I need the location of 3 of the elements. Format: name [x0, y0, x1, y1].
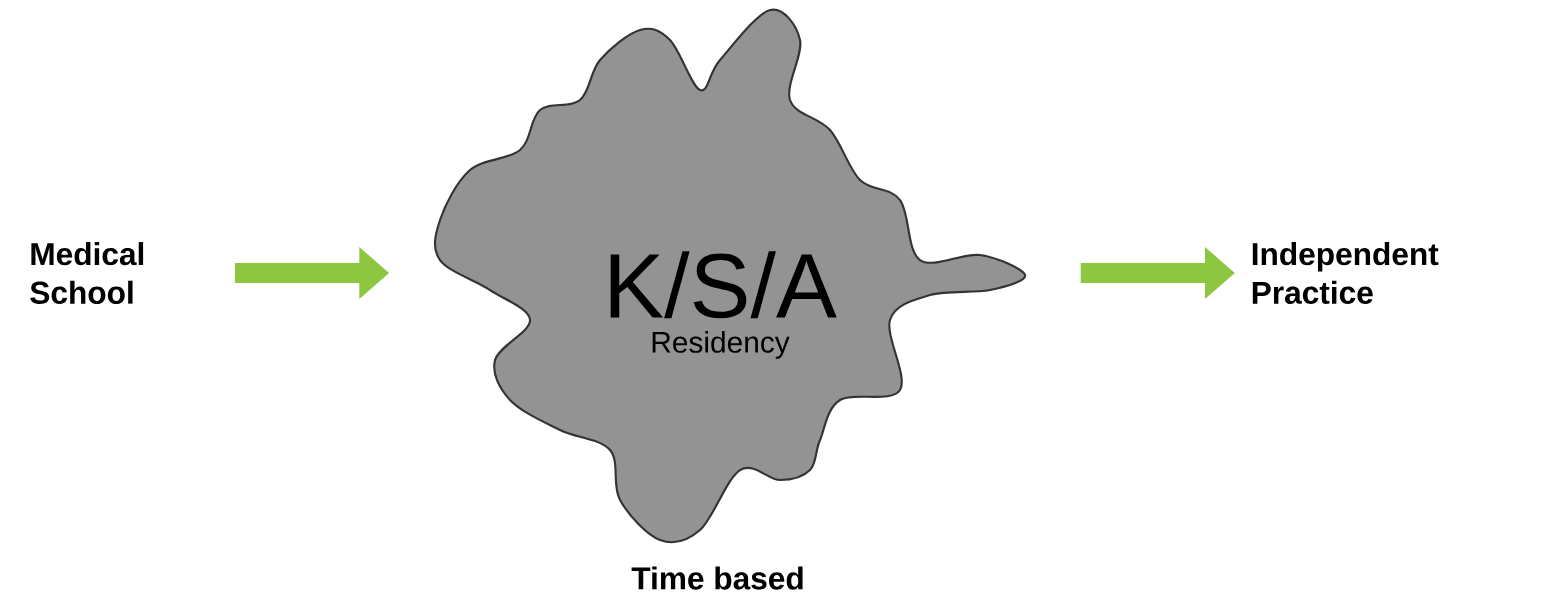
label: Medical School — [30, 242, 144, 304]
node-label: Time based — [631, 566, 803, 590]
label: Independent Practice — [1252, 242, 1439, 304]
